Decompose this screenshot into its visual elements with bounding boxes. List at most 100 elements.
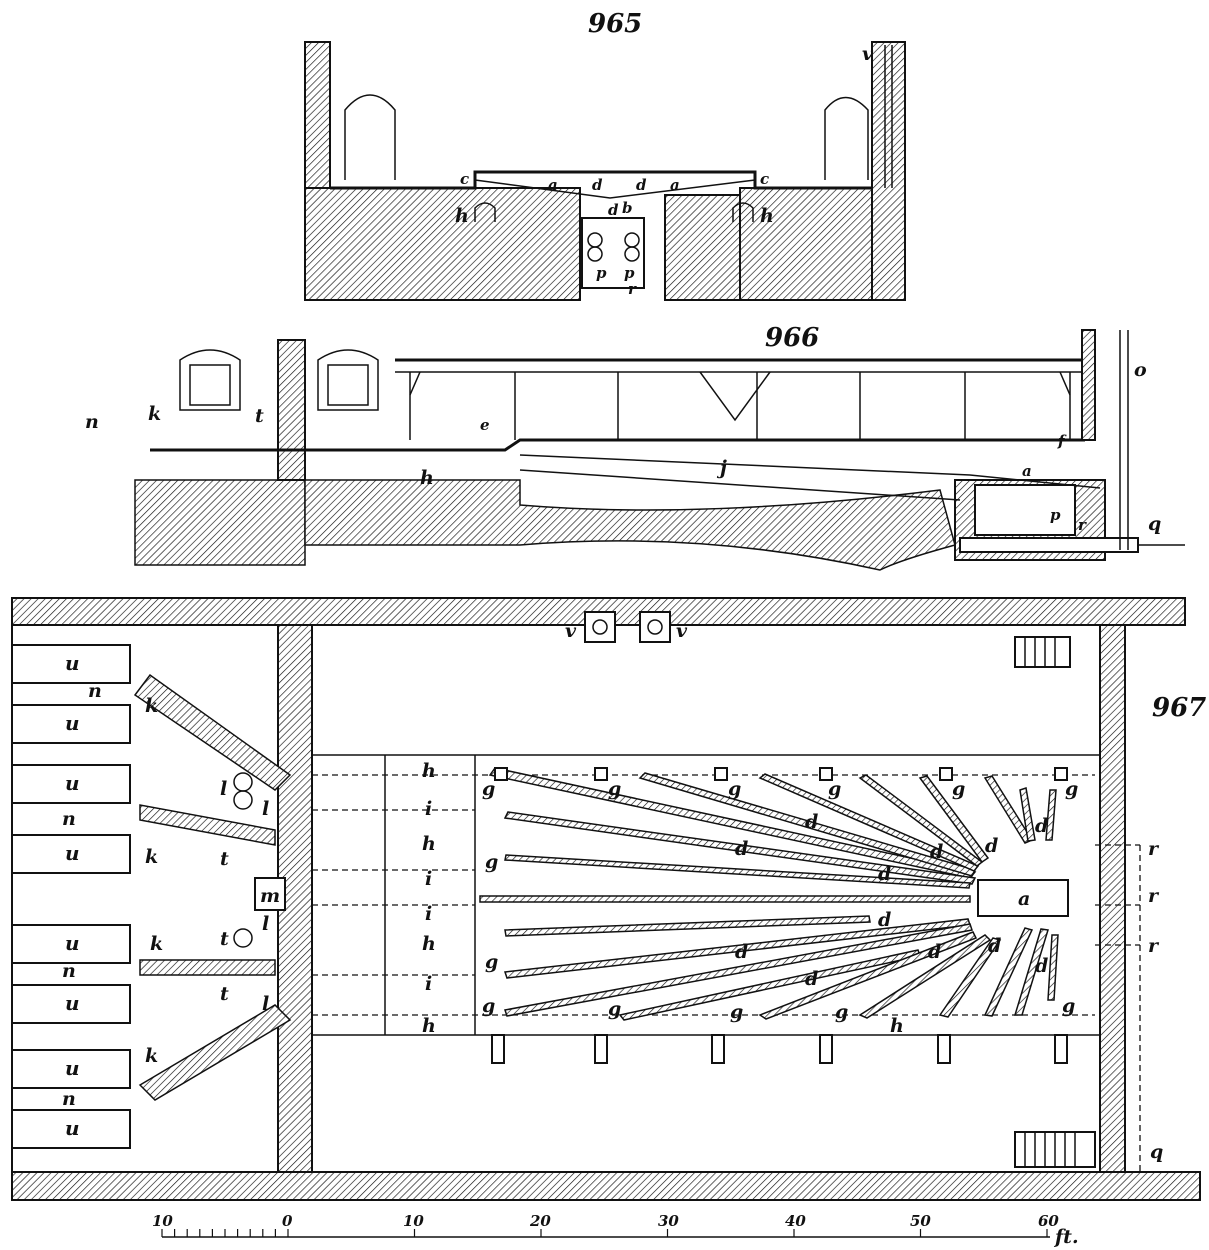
window-left — [344, 94, 396, 180]
label-i: i — [425, 798, 432, 820]
label-i: i — [425, 903, 432, 925]
label-d: d — [735, 838, 748, 860]
label-g: g — [835, 1001, 848, 1023]
label-d: d — [930, 841, 943, 863]
label-l: l — [262, 993, 269, 1015]
label-n: n — [62, 808, 76, 830]
label-u: u — [65, 841, 80, 865]
label-r: r — [1078, 516, 1087, 534]
baffle-d — [503, 811, 977, 885]
wall-bottom — [11, 1171, 1201, 1201]
post — [1054, 1034, 1068, 1064]
window-v-circle — [647, 619, 663, 635]
truss-posts — [409, 372, 1071, 440]
flue-k — [139, 959, 276, 976]
label-i: i — [425, 973, 432, 995]
post — [819, 1034, 833, 1064]
label-g: g — [482, 778, 495, 800]
label-p: p — [624, 264, 635, 282]
figure-number-965: 965 — [588, 9, 642, 39]
flue-slope — [519, 454, 1101, 489]
label-q: q — [1150, 1141, 1163, 1163]
scale-tick-label: 0 — [282, 1212, 293, 1230]
baffle-d — [488, 767, 977, 879]
label-r: r — [1148, 885, 1160, 907]
baffle-d — [918, 775, 990, 864]
label-r: r — [628, 280, 637, 298]
support-g — [714, 767, 728, 781]
label-n: n — [62, 1088, 76, 1110]
scale-tick-label: 50 — [910, 1212, 931, 1230]
scale-unit: ft. — [1053, 1226, 1079, 1248]
stair-treads — [1024, 637, 1056, 667]
foundation-center — [664, 194, 741, 301]
bin-u — [11, 764, 131, 804]
right-wall — [871, 41, 906, 301]
label-d: d — [735, 941, 748, 963]
label-g: g — [608, 778, 621, 800]
label-t: t — [220, 928, 229, 950]
label-k: k — [145, 695, 158, 717]
chimney-wall — [1081, 329, 1096, 441]
label-g: g — [482, 995, 495, 1017]
label-u: u — [65, 1116, 80, 1140]
foundation-block — [134, 479, 306, 566]
label-t: t — [255, 405, 264, 427]
baffle-d — [504, 923, 973, 1017]
label-d: d — [878, 863, 891, 885]
label-k: k — [150, 933, 163, 955]
label-d: d — [805, 968, 818, 990]
label-g: g — [952, 778, 965, 800]
label-h: h — [760, 205, 774, 227]
stair-treads — [1024, 1132, 1076, 1167]
label-d: d — [928, 941, 941, 963]
label-d: d — [1035, 955, 1048, 977]
baffle-d — [504, 854, 971, 889]
wall-partition — [277, 624, 313, 1173]
label-t: t — [220, 848, 229, 870]
flue-k — [133, 673, 292, 791]
scale-tick-label: 30 — [658, 1212, 679, 1230]
label-e: e — [480, 416, 490, 434]
label-v: v — [565, 620, 577, 642]
furnace-box — [974, 484, 1076, 536]
pan-top — [150, 438, 1085, 452]
window-v — [584, 611, 616, 643]
scale-tick-label: 40 — [785, 1212, 806, 1230]
label-h: h — [455, 205, 469, 227]
support-g — [819, 767, 833, 781]
window-right — [824, 96, 869, 180]
label-u: u — [65, 771, 80, 795]
bin-u — [11, 1109, 131, 1149]
post — [491, 1034, 505, 1064]
earth-section — [304, 479, 956, 571]
dividing-wall — [277, 339, 306, 481]
support-g — [594, 767, 608, 781]
label-h: h — [422, 933, 436, 955]
vent-l — [233, 928, 253, 948]
pan-floor — [330, 170, 872, 190]
vent-l — [233, 790, 253, 810]
baffle-d — [858, 934, 992, 1019]
label-q: q — [1148, 513, 1161, 535]
post — [711, 1034, 725, 1064]
label-g: g — [485, 951, 498, 973]
bin-u — [11, 1049, 131, 1089]
support-g — [939, 767, 953, 781]
baffle-d — [1013, 928, 1049, 1016]
label-k: k — [145, 846, 158, 868]
chimney-flue — [1119, 330, 1129, 550]
scale-tick-label: 10 — [403, 1212, 424, 1230]
label-d: d — [878, 909, 891, 931]
label-n: n — [62, 960, 76, 982]
label-a: a — [670, 176, 680, 194]
label-m: m — [260, 885, 280, 907]
label-k: k — [145, 1045, 158, 1067]
truss-braces — [409, 371, 1071, 422]
pipe-circle — [624, 246, 640, 262]
pan-outline — [311, 754, 1101, 1036]
window-v — [639, 611, 671, 643]
pan-bottom — [474, 179, 756, 199]
label-p: p — [1050, 506, 1061, 524]
